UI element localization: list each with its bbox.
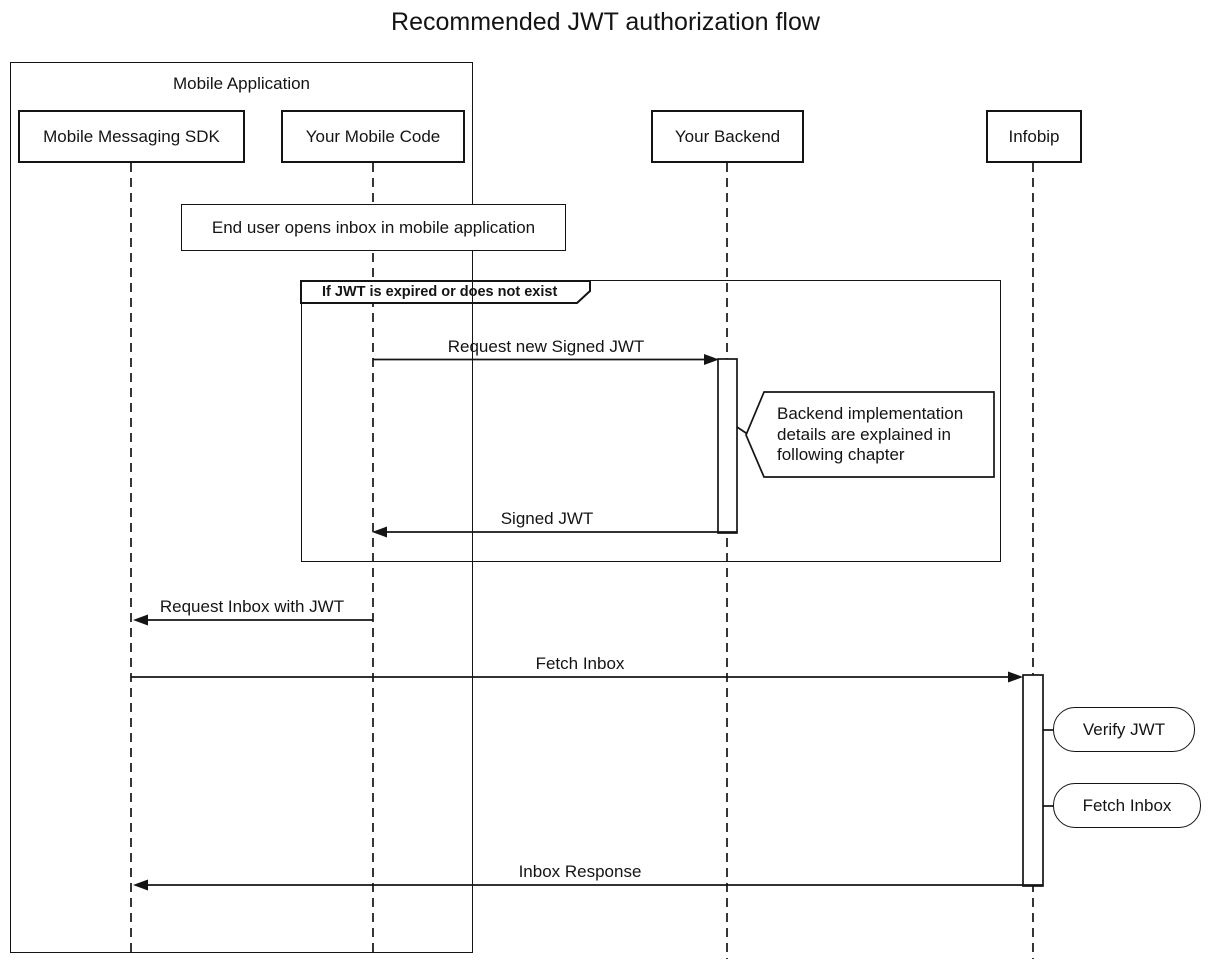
- arrowhead-left-icon: [372, 526, 387, 538]
- message-label-request-new-signed-jwt: Request new Signed JWT: [447, 337, 645, 356]
- action-verify-jwt: Verify JWT: [1053, 707, 1195, 752]
- participant-infobip: Infobip: [986, 110, 1082, 163]
- message-label-request-inbox-with-jwt: Request Inbox with JWT: [159, 597, 345, 616]
- group-label: Mobile Application: [172, 74, 311, 93]
- arrowhead-right-icon: [704, 354, 719, 365]
- message-label-inbox-response: Inbox Response: [518, 862, 642, 881]
- action-fetch-inbox: Fetch Inbox: [1053, 783, 1201, 828]
- fragment-jwt-expired: [301, 280, 1001, 562]
- message-label-fetch-inbox: Fetch Inbox: [535, 654, 625, 673]
- note-end-user-opens-inbox: End user opens inbox in mobile applicati…: [181, 204, 566, 251]
- side-note-shape: [745, 391, 995, 478]
- side-note-line: details are explained in: [777, 424, 951, 444]
- arrowhead-left-icon: [133, 879, 148, 891]
- activation-bar-infobip: [1022, 674, 1044, 887]
- message-label-signed-jwt: Signed JWT: [500, 509, 594, 528]
- fragment-label: If JWT is expired or does not exist: [322, 284, 558, 300]
- group-mobile-application: Mobile Application: [10, 62, 473, 953]
- side-note-line: Backend implementation: [777, 404, 964, 423]
- participant-mobile-messaging-sdk: Mobile Messaging SDK: [18, 110, 245, 163]
- diagram-title: Recommended JWT authorization flow: [391, 8, 820, 36]
- participant-your-mobile-code: Your Mobile Code: [281, 110, 465, 163]
- arrowhead-left-icon: [133, 614, 148, 626]
- side-note-backend-implementation: Backend implementation details are expla…: [777, 404, 987, 466]
- side-note-line: following chapter: [777, 445, 905, 464]
- arrowhead-right-icon: [1008, 671, 1023, 683]
- activation-bar-your-backend: [717, 358, 738, 534]
- participant-your-backend: Your Backend: [651, 110, 804, 163]
